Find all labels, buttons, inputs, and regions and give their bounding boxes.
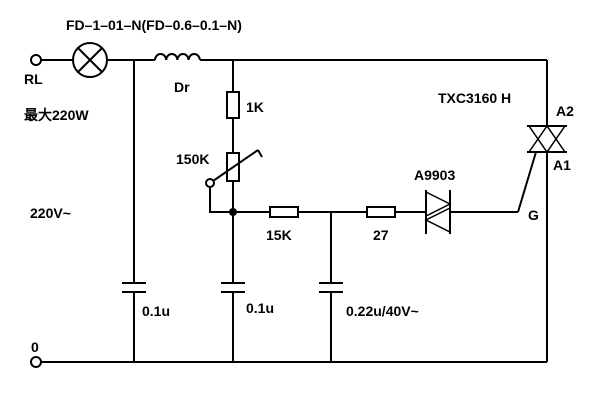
capacitor-c2-label: 0.1u [246, 300, 274, 316]
capacitor-c3-label: 0.22u/40V~ [346, 303, 419, 319]
lamp-label: FD–1–01–N(FD–0.6–0.1–N) [66, 17, 242, 33]
resistor-1k [226, 60, 240, 153]
capacitor-c1-label: 0.1u [142, 303, 170, 319]
voltage-label: 220V~ [30, 205, 71, 221]
capacitor-c3 [319, 212, 343, 362]
a2-label: A2 [556, 103, 574, 119]
resistor-27 [366, 206, 426, 218]
pot-150k-label: 150K [176, 151, 209, 167]
zero-label: 0 [31, 339, 39, 355]
capacitor-c2 [221, 212, 245, 362]
capacitor-c1 [122, 60, 146, 362]
triac-model-label: TXC3160 H [438, 90, 511, 106]
max-power-label: 最大220W [24, 107, 89, 123]
resistor-27-label: 27 [373, 227, 389, 243]
gate-label: G [528, 207, 539, 223]
a1-label: A1 [553, 157, 571, 173]
potentiometer-150k [205, 149, 263, 213]
terminal-zero [30, 356, 42, 368]
lamp-symbol [72, 42, 108, 78]
rl-label: RL [24, 71, 43, 87]
inductor-symbol [154, 53, 201, 61]
diac-label: A9903 [414, 167, 455, 183]
terminal-rl [30, 54, 42, 66]
resistor-15k [233, 206, 367, 218]
resistor-15k-label: 15K [266, 227, 292, 243]
resistor-1k-label: 1K [246, 99, 264, 115]
diac-symbol [424, 190, 518, 234]
inductor-label: Dr [174, 79, 190, 95]
triac-symbol [517, 60, 567, 362]
